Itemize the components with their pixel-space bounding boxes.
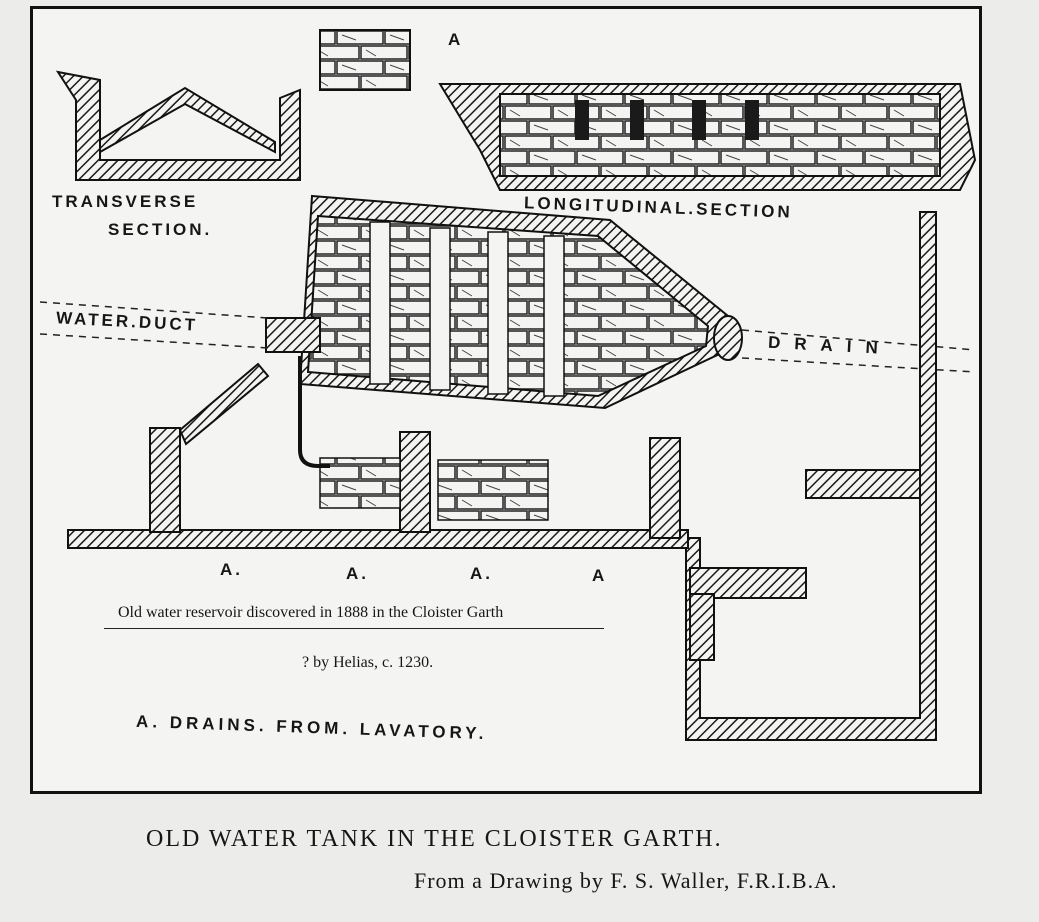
figure-title: OLD WATER TANK IN THE CLOISTER GARTH. xyxy=(146,826,723,852)
label-a-top: A xyxy=(448,30,464,49)
tank-plan xyxy=(265,194,743,410)
note-rule xyxy=(104,628,604,629)
longitudinal-section xyxy=(438,83,977,191)
attribution-note: ? by Helias, c. 1230. xyxy=(302,654,434,671)
figure-credit: From a Drawing by F. S. Waller, F.R.I.B.… xyxy=(414,868,838,893)
label-a-4: A xyxy=(592,566,608,585)
label-a-2: A. xyxy=(346,564,369,583)
cloister-wall-right xyxy=(685,211,937,741)
label-a-3: A. xyxy=(470,564,493,583)
lavatory-wall xyxy=(67,356,689,549)
transverse-section xyxy=(55,29,411,181)
label-section: SECTION. xyxy=(108,220,213,239)
label-transverse: TRANSVERSE xyxy=(52,192,199,211)
discovery-note: Old water reservoir discovered in 1888 i… xyxy=(118,604,504,621)
label-a-1: A. xyxy=(220,560,243,579)
